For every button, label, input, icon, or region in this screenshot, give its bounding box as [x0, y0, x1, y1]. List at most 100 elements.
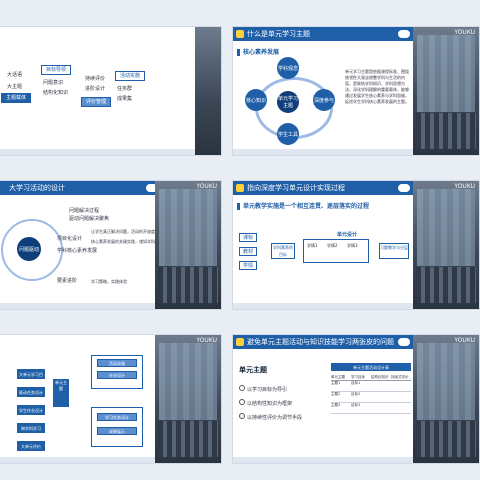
slide-title-text: 什么是单元学习主题 — [247, 30, 310, 38]
watermark: YOUKU — [454, 29, 475, 36]
slide-title: 避免单元主题活动与知识技能学习两张皮的问题 — [233, 335, 413, 349]
node-box: 学情 — [239, 261, 257, 270]
video-feed — [195, 27, 221, 155]
table-cell — [371, 403, 391, 413]
video-feed: YOUKU — [413, 27, 479, 155]
label: 问题意识 — [43, 80, 64, 86]
node-box: 学习任务设计 — [97, 413, 137, 421]
slide-content: 避免单元主题活动与知识技能学习两张皮的问题 单元主题 以学习目标为导引 以结构性… — [233, 335, 413, 463]
slide-title-text: 避免单元主题活动与知识技能学习两张皮的问题 — [247, 338, 394, 346]
slide-tile-1[interactable]: 大话语 大主题 主题载体 目标导领 问题意识 结构化知识 持续评价 进阶设计 评… — [0, 26, 222, 156]
label: 学情2 — [327, 243, 338, 248]
slide-footer — [233, 303, 413, 309]
label: 任务群 — [117, 86, 133, 92]
option-label: 以持续性评价为调节手段 — [247, 415, 303, 421]
option-1: 以学习目标为导引 — [239, 385, 287, 393]
slide-content: 什么是单元学习主题 核心素养发展 学科观念 核心知识 单元学习主题 深度参与 学… — [233, 27, 413, 155]
table-cell: 主题1 — [331, 381, 341, 385]
node-box: 主题载体 — [1, 93, 31, 103]
option-label: 以学习目标为导引 — [247, 387, 288, 393]
node-box: 跨学科学习 — [17, 423, 45, 433]
option-2: 以结构性知识为框架 — [239, 399, 292, 407]
slide-footer — [0, 149, 221, 155]
bullet-icon — [236, 184, 244, 192]
table-header-cell: 学习目标 — [351, 375, 365, 379]
label: 项目化设计 — [57, 236, 83, 242]
slide-content: 大话语 大主题 主题载体 目标导领 问题意识 结构化知识 持续评价 进阶设计 评… — [0, 27, 221, 155]
cycle-ring — [1, 219, 63, 281]
table: 单元主题 学习目标 结构化知识 持续式评价 主题1 目标1 主题2 目标2 主题… — [331, 375, 411, 414]
description: 单元学习主题是依据课程标准、围绕统领性大观念统整学科与生活的内容，是联结学科知识… — [345, 69, 409, 104]
option-label: 以结构性知识为框架 — [247, 401, 293, 407]
node-circle: 单元学习主题 — [277, 91, 299, 113]
table-row: 主题1 目标1 — [331, 381, 411, 392]
unit-frame — [303, 239, 369, 263]
slide-title-text: 指向深度学习单元设计实现过程 — [247, 184, 345, 192]
bullet: 让学生真正解决问题，活动的开放度 — [91, 229, 155, 234]
table-cell — [391, 403, 411, 413]
node-box: 大单元学习目标 — [17, 369, 45, 386]
node-circle: 深度参与 — [313, 89, 335, 111]
node-box: 目标导领 — [41, 65, 71, 75]
watermark: YOUKU — [454, 337, 475, 344]
node-box: 活动实施 — [97, 359, 137, 367]
slide-tile-6[interactable]: 避免单元主题活动与知识技能学习两张皮的问题 单元主题 以学习目标为导引 以结构性… — [232, 334, 480, 464]
table-cell — [371, 381, 391, 391]
table-cell: 目标3 — [351, 403, 361, 407]
table-row: 主题3 目标3 — [331, 403, 411, 414]
slide-subtitle: 单元教学实施是一个相互连贯、逐层落实的过程 — [237, 201, 369, 210]
bullet: 学习策略，实践体验 — [91, 279, 127, 284]
table-header-cell: 结构化知识 — [371, 375, 389, 379]
table-cell — [391, 392, 411, 402]
table-cell — [391, 381, 411, 391]
slide-tile-5[interactable]: 大单元学习目标 驱动任务设计 学生作业设计 跨学科学习 大单元评价 单元主题 活… — [0, 334, 222, 464]
table-header-cell: 持续式评价 — [391, 375, 409, 379]
center-circle: 问题驱动 — [17, 237, 41, 261]
table-cell: 目标2 — [351, 392, 361, 396]
label: 学情1 — [307, 243, 318, 248]
node-circle: 核心知识 — [245, 89, 267, 111]
node-box: 评价管理 — [81, 97, 111, 107]
slide-tile-2[interactable]: 什么是单元学习主题 核心素养发展 学科观念 核心知识 单元学习主题 深度参与 学… — [232, 26, 480, 156]
radio-icon — [239, 413, 245, 419]
label: 大话语 — [7, 72, 23, 78]
node-box: 大单元评价 — [17, 441, 45, 451]
slide-tile-4[interactable]: 指向深度学习单元设计实现过程 单元教学实施是一个相互连贯、逐层落实的过程 课标 … — [232, 180, 480, 310]
node-circle: 学科观念 — [277, 57, 299, 79]
slide-footer — [0, 457, 161, 463]
video-feed: YOUKU — [155, 335, 221, 463]
table-row: 主题2 目标2 — [331, 392, 411, 403]
table-cell: 主题3 — [331, 403, 341, 407]
slide-content: 指向深度学习单元设计实现过程 单元教学实施是一个相互连贯、逐层落实的过程 课标 … — [233, 181, 413, 309]
label: 进阶设计 — [85, 86, 106, 92]
slide-tile-3[interactable]: 大学习活动的设计 问题驱动 问题解决过程 驱动问题解决聚焦 项目化设计 学科核心… — [0, 180, 222, 310]
table-cell — [371, 392, 391, 402]
label: 学科核心素养发展 — [57, 248, 98, 254]
result-box: 习题教学与分层 — [379, 243, 409, 259]
node-box: 学生作业设计 — [17, 405, 45, 415]
table-caption: 单元主题活动设计表 — [331, 363, 411, 371]
slide-title: 大学习活动的设计 — [0, 181, 161, 195]
label: 成果集 — [117, 96, 133, 102]
slide-footer — [233, 457, 413, 463]
section-heading: 单元主题 — [239, 366, 267, 374]
label: 驱动问题解决聚焦 — [69, 216, 110, 222]
slide-footer — [233, 149, 413, 155]
slide-footer — [0, 303, 161, 309]
bullet: 核心素养发展的关键实践，诸如学科实践与学科活动 — [91, 239, 183, 244]
slide-content: 大学习活动的设计 问题驱动 问题解决过程 驱动问题解决聚焦 项目化设计 学科核心… — [0, 181, 183, 309]
logo-icon — [146, 184, 158, 192]
video-feed: YOUKU — [413, 181, 479, 309]
label: 持续评价 — [85, 76, 106, 82]
watermark: YOUKU — [196, 183, 217, 190]
node-box: 单元主题 — [53, 379, 69, 407]
option-3: 以持续性评价为调节手段 — [239, 413, 302, 421]
video-feed: YOUKU — [155, 181, 221, 309]
node-box: 活动实施 — [115, 71, 145, 81]
node-box: 驱动任务设计 — [17, 387, 45, 397]
node-box: 课标 — [239, 233, 257, 242]
node-circle: 学生工具 — [277, 123, 299, 145]
slide-title-text: 大学习活动的设计 — [9, 184, 65, 192]
table-header-cell: 单元主题 — [331, 375, 345, 379]
label: 问题解决过程 — [69, 208, 100, 214]
